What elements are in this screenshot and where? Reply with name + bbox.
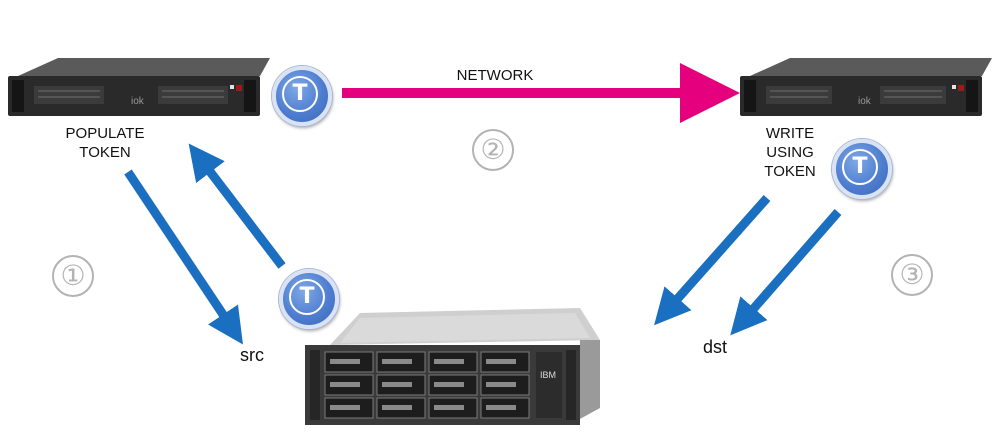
dst-token-arrow-right [730,209,842,336]
dest-server-label: WRITE USING TOKEN [764,125,816,180]
src-read-arrow [188,143,286,269]
step-1-marker: ① [52,255,94,297]
dst-label: dst [702,337,727,357]
network-label: NETWORK [456,67,534,84]
dest-server-brand: iok [858,96,872,107]
token-icon-src: T [279,269,339,329]
step-3-marker: ③ [891,254,933,296]
dst-token-arrow-left [654,195,771,326]
token-icon-dest: T [832,139,892,199]
src-label: src [240,345,264,365]
source-server-label: POPULATE TOKEN [65,125,145,161]
step-2-marker: ② [472,129,514,171]
src-write-arrow [124,169,243,345]
source-server-brand: iok [131,96,145,107]
storage-brand: IBM [540,370,556,380]
token-icon-network: T [272,66,332,126]
